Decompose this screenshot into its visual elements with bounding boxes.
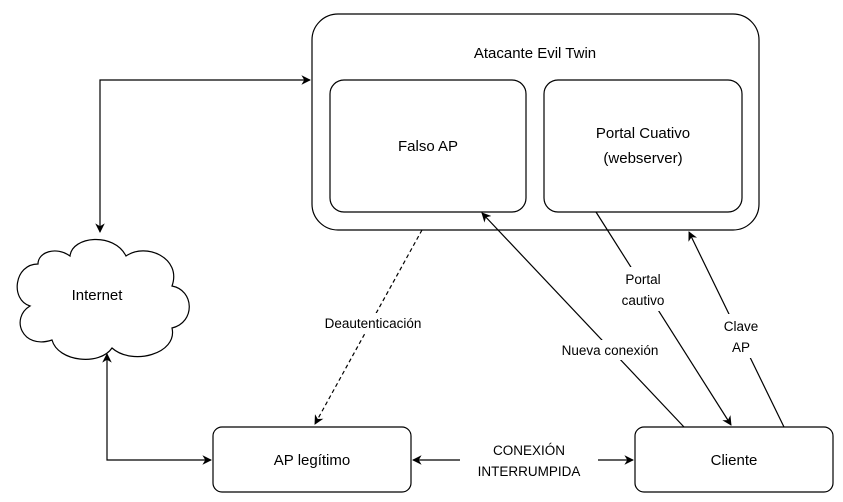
edge-portal-cautivo [595, 211, 732, 426]
edge-deauth-label: Deautenticación [325, 316, 422, 331]
legit-ap-box [212, 426, 412, 493]
client-box [634, 426, 834, 493]
attacker-title: Atacante Evil Twin [474, 45, 596, 62]
edge-portal-cautivo-line1: Portal [625, 272, 660, 287]
portal-label-line2: (webserver) [603, 150, 682, 167]
fake-ap-box [329, 79, 527, 213]
edge-connection-interrupted-line2: INTERRUMPIDA [478, 464, 581, 479]
client-label: Cliente [711, 452, 758, 469]
edge-clave-ap-label-bg [716, 314, 766, 358]
edge-deauth-label-bg [306, 313, 440, 333]
portal-box [543, 79, 743, 213]
portal-label-line1: Portal Cuativo [596, 125, 690, 142]
edge-clave-ap-line1: Clave [724, 319, 759, 334]
edge-new-connection-label: Nueva conexión [562, 343, 659, 358]
internet-cloud [16, 238, 190, 360]
edge-portal-cautivo-label-bg [614, 267, 672, 311]
edge-portal-cautivo-line2: cautivo [622, 293, 665, 308]
edge-deauth [314, 229, 423, 425]
edge-clave-ap-line2: AP [732, 340, 750, 355]
edge-connection-interrupted-label-bg [460, 437, 598, 483]
edge-new-connection-label-bg [542, 340, 678, 360]
legit-ap-label: AP legítimo [274, 452, 350, 469]
internet-label: Internet [72, 287, 124, 304]
edge-new-connection [481, 212, 685, 428]
fake-ap-label: Falso AP [398, 138, 458, 155]
edge-connection-interrupted-line1: CONEXIÓN [493, 443, 565, 458]
edge-internet-attacker [95, 75, 311, 233]
edge-internet-legit-ap [102, 353, 212, 465]
